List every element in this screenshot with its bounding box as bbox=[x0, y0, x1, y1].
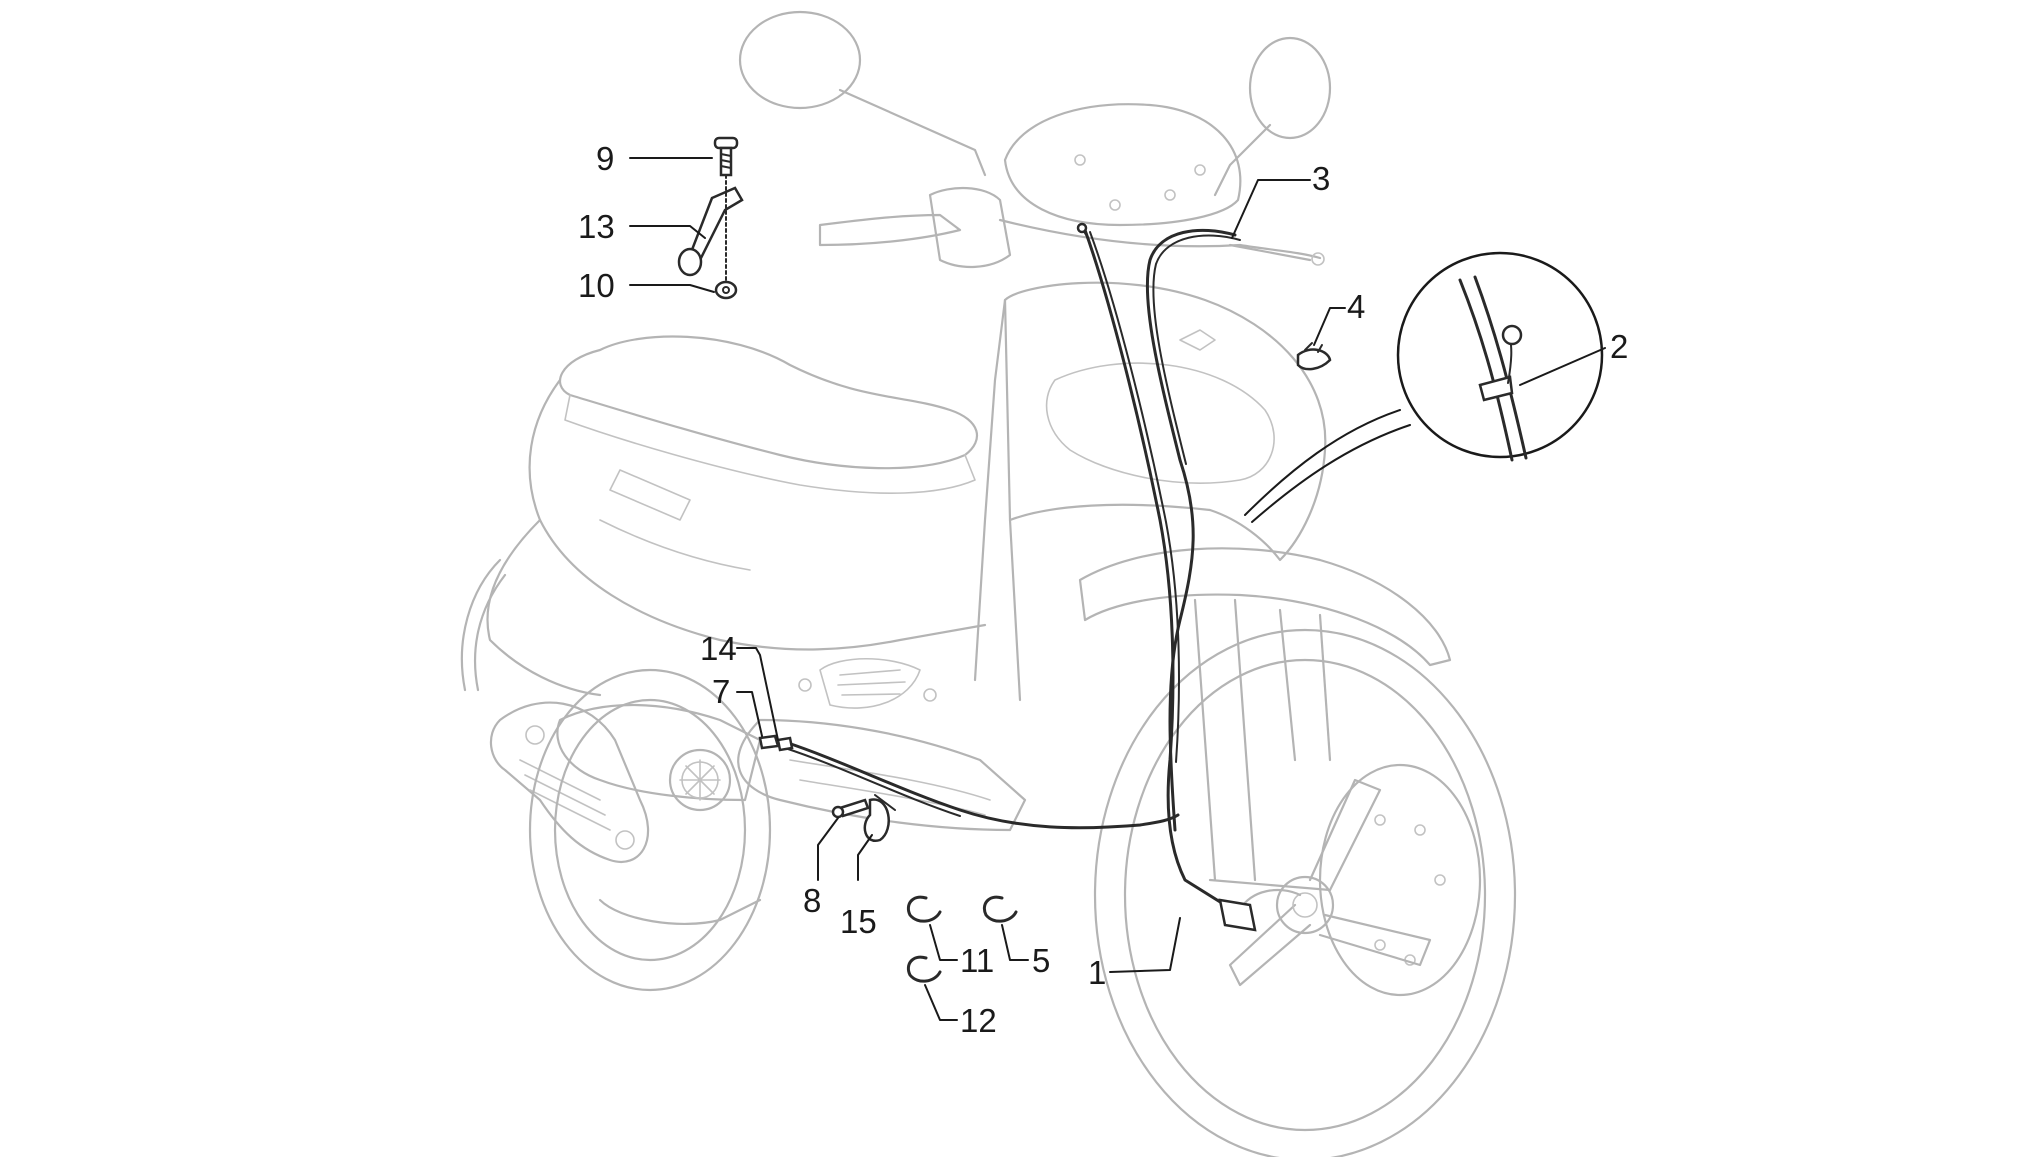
rear-mudguard bbox=[460, 558, 502, 692]
callout-13: 13 bbox=[578, 208, 615, 245]
part-12-ring bbox=[906, 955, 942, 983]
callout-14: 14 bbox=[700, 630, 737, 667]
part-9-bolt-head bbox=[713, 136, 739, 150]
part-2-clip-loop bbox=[1501, 324, 1523, 346]
left-mirror-stem bbox=[838, 88, 987, 177]
part-5-ring bbox=[982, 895, 1018, 923]
spoke bbox=[1228, 903, 1312, 987]
callout-15: 15 bbox=[840, 903, 877, 940]
front-wheel-inner bbox=[1123, 658, 1487, 1132]
right-mirror bbox=[1248, 36, 1332, 140]
part-8-screw bbox=[838, 798, 870, 818]
muffler-shield bbox=[489, 701, 650, 863]
cable-hub-fitting bbox=[1218, 898, 1257, 932]
part-2-clip bbox=[1478, 375, 1514, 402]
highlighted-parts bbox=[677, 136, 1332, 983]
brake-disc bbox=[1318, 763, 1482, 997]
part-7-fitting bbox=[758, 734, 780, 750]
callout-5: 5 bbox=[1032, 942, 1050, 979]
part-13-bracket-end bbox=[677, 247, 703, 277]
part-10-nut bbox=[714, 280, 738, 300]
rear-wheel-outer bbox=[528, 668, 772, 992]
part-11-ring bbox=[906, 895, 942, 923]
callout-9: 9 bbox=[596, 140, 614, 177]
handlebar-bar bbox=[998, 218, 1322, 260]
left-grip bbox=[818, 213, 962, 247]
tail-lamp bbox=[609, 469, 691, 521]
callout-4: 4 bbox=[1347, 288, 1365, 325]
shield-emblem bbox=[1179, 329, 1216, 351]
floorboard bbox=[737, 718, 1027, 832]
seat bbox=[559, 335, 978, 470]
part-13-bracket bbox=[688, 186, 744, 262]
callout-2: 2 bbox=[1610, 328, 1628, 365]
front-mudguard bbox=[1078, 547, 1452, 667]
front-hub bbox=[1275, 875, 1335, 935]
callout-7: 7 bbox=[712, 673, 730, 710]
left-mirror bbox=[738, 10, 862, 110]
right-mirror-stem bbox=[1213, 123, 1272, 197]
part-14-fitting bbox=[776, 736, 794, 752]
side-vent bbox=[819, 658, 921, 709]
scooter-outline bbox=[460, 10, 1517, 1157]
part-4-clip bbox=[1296, 348, 1332, 371]
part-1-cable-front bbox=[1083, 228, 1237, 917]
rear-cable bbox=[783, 740, 1180, 830]
front-wheel-outer bbox=[1093, 628, 1517, 1157]
leader-lines bbox=[629, 157, 1606, 1021]
callout-12: 12 bbox=[960, 1002, 997, 1039]
callout-8: 8 bbox=[803, 882, 821, 919]
fork-left bbox=[1193, 598, 1217, 882]
leg-shield-edge bbox=[973, 298, 1007, 682]
right-lever bbox=[1228, 243, 1312, 262]
headset-cover bbox=[1003, 103, 1242, 227]
callout-1: 1 bbox=[1088, 954, 1106, 991]
callout-3: 3 bbox=[1312, 160, 1330, 197]
callout-10: 10 bbox=[578, 267, 615, 304]
fan-cover bbox=[668, 748, 732, 812]
detail-cable bbox=[1458, 278, 1514, 462]
part-15-clamp bbox=[863, 798, 890, 843]
rear-wheel-inner bbox=[553, 698, 747, 962]
part-3-speedo-cable bbox=[1145, 228, 1237, 832]
shield-panel bbox=[1045, 362, 1275, 484]
rear-body bbox=[528, 378, 987, 651]
detail-inset bbox=[1244, 251, 1604, 523]
callout-labels: 9 13 10 3 4 2 14 7 8 15 11 5 12 1 bbox=[578, 140, 1628, 1039]
callout-11: 11 bbox=[960, 942, 994, 979]
left-switch-housing bbox=[928, 186, 1012, 269]
